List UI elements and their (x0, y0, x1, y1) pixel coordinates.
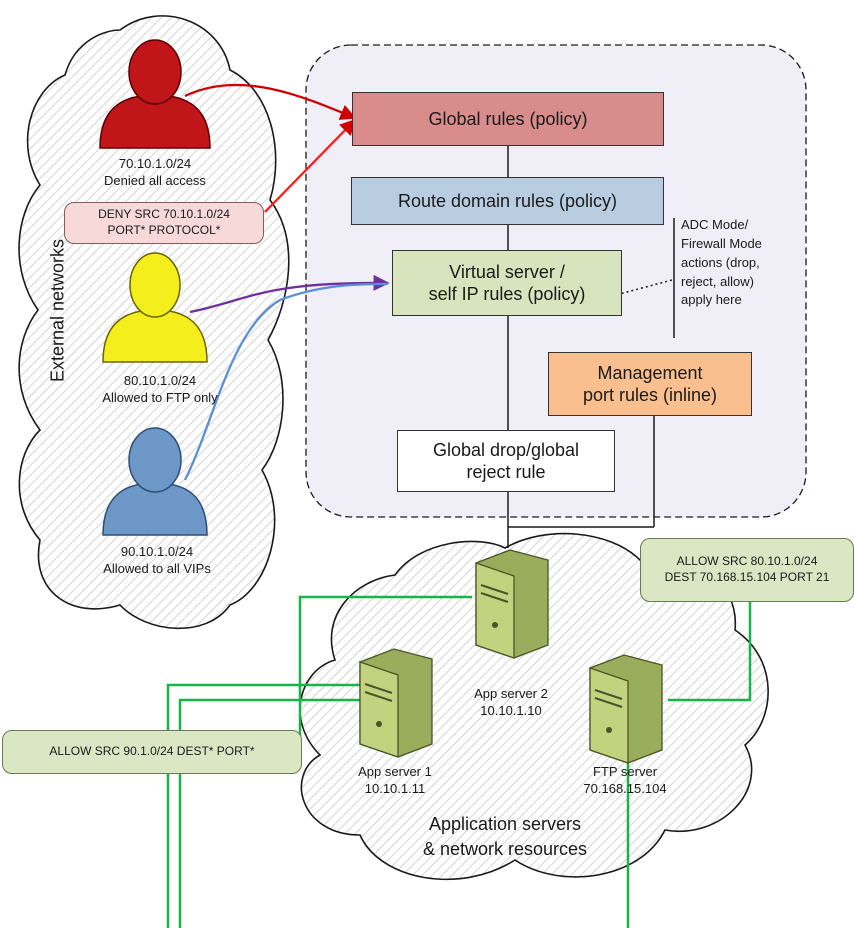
global-drop-rule-box: Global drop/global reject rule (397, 430, 615, 492)
app-cloud-line1: Application servers (428, 814, 582, 834)
allow-all-line: ALLOW SRC 90.1.0/24 DEST* PORT* (49, 744, 255, 759)
management-label-line2: port rules (inline) (582, 385, 718, 405)
blue-network-cidr: 90.10.1.0/24 (120, 544, 194, 559)
app-server-2-ip: 10.10.1.10 (480, 702, 542, 718)
blue-network-label: 90.10.1.0/24 Allowed to all VIPs (92, 544, 222, 578)
red-rule-arrow (264, 118, 357, 213)
app-cloud-line2: & network resources (422, 839, 588, 860)
route-domain-rules-box: Route domain rules (policy) (351, 177, 664, 225)
yellow-user-icon (102, 252, 208, 363)
virtual-server-rules-box: Virtual server / self IP rules (policy) (392, 250, 622, 316)
adc-note-line: apply here (681, 292, 742, 308)
external-networks-title: External networks (47, 238, 68, 383)
app-server-2-icon (475, 549, 549, 659)
adc-note-line: actions (drop, (681, 254, 760, 270)
allow-ftp-rule-badge: ALLOW SRC 80.10.1.0/24 DEST 70.168.15.10… (640, 538, 854, 602)
ftp-server-label: FTP server 70.168.15.104 (560, 764, 690, 798)
red-arrow (184, 83, 357, 120)
adc-note-line: ADC Mode/ (681, 217, 749, 232)
ftp-server-icon (589, 654, 663, 764)
yellow-network-desc: Allowed to FTP only (102, 389, 218, 405)
ftp-server-name: FTP server (592, 764, 658, 779)
allow-ftp-line1: ALLOW SRC 80.10.1.0/24 (676, 554, 818, 569)
deny-rule-line2: PORT* PROTOCOL* (107, 222, 221, 237)
allow-ftp-line2: DEST 70.168.15.104 PORT 21 (664, 570, 830, 584)
ftp-server-ip: 70.168.15.104 (583, 780, 667, 796)
red-network-desc: Denied all access (104, 172, 206, 188)
adc-note-line: Firewall Mode (681, 235, 762, 251)
route-domain-rules-label: Route domain rules (policy) (397, 190, 618, 211)
red-network-cidr: 70.10.1.0/24 (118, 156, 192, 171)
management-port-rules-box: Management port rules (inline) (548, 352, 752, 416)
global-drop-label-line2: reject rule (466, 462, 546, 482)
app-server-1-icon (359, 648, 433, 758)
blue-arrow (183, 282, 389, 481)
app-server-1-ip: 10.10.1.11 (364, 780, 426, 796)
application-servers-cloud (299, 532, 769, 881)
app-server-2-name: App server 2 (474, 686, 548, 701)
virtual-server-label-line2: self IP rules (policy) (428, 284, 586, 304)
virtual-server-label-line1: Virtual server / (449, 261, 565, 282)
deny-rule-badge: DENY SRC 70.10.1.0/24 PORT* PROTOCOL* (64, 202, 264, 244)
adc-mode-note: ADC Mode/ Firewall Mode actions (drop, r… (681, 216, 801, 310)
yellow-network-label: 80.10.1.0/24 Allowed to FTP only (95, 373, 225, 407)
blue-user-icon (102, 427, 208, 536)
global-rules-label: Global rules (policy) (428, 108, 588, 129)
app-server-1-label: App server 1 10.10.1.11 (330, 764, 460, 798)
management-label-line1: Management (597, 362, 703, 383)
blue-network-desc: Allowed to all VIPs (103, 560, 211, 576)
app-server-1-name: App server 1 (358, 764, 432, 779)
deny-rule-line1: DENY SRC 70.10.1.0/24 (98, 207, 230, 221)
adc-note-line: reject, allow) (681, 273, 754, 289)
policy-flow-lines (507, 146, 675, 548)
purple-arrow (189, 274, 390, 314)
red-user-icon (99, 39, 211, 149)
yellow-network-cidr: 80.10.1.0/24 (123, 373, 197, 388)
green-policy-lines (166, 595, 752, 928)
allow-all-rule-badge: ALLOW SRC 90.1.0/24 DEST* PORT* (2, 730, 302, 774)
global-rules-box: Global rules (policy) (352, 92, 664, 146)
global-drop-label-line1: Global drop/global (432, 439, 580, 460)
app-server-2-label: App server 2 10.10.1.10 (446, 686, 576, 720)
red-network-label: 70.10.1.0/24 Denied all access (95, 156, 215, 190)
app-cloud-label: Application servers & network resources (385, 812, 625, 862)
